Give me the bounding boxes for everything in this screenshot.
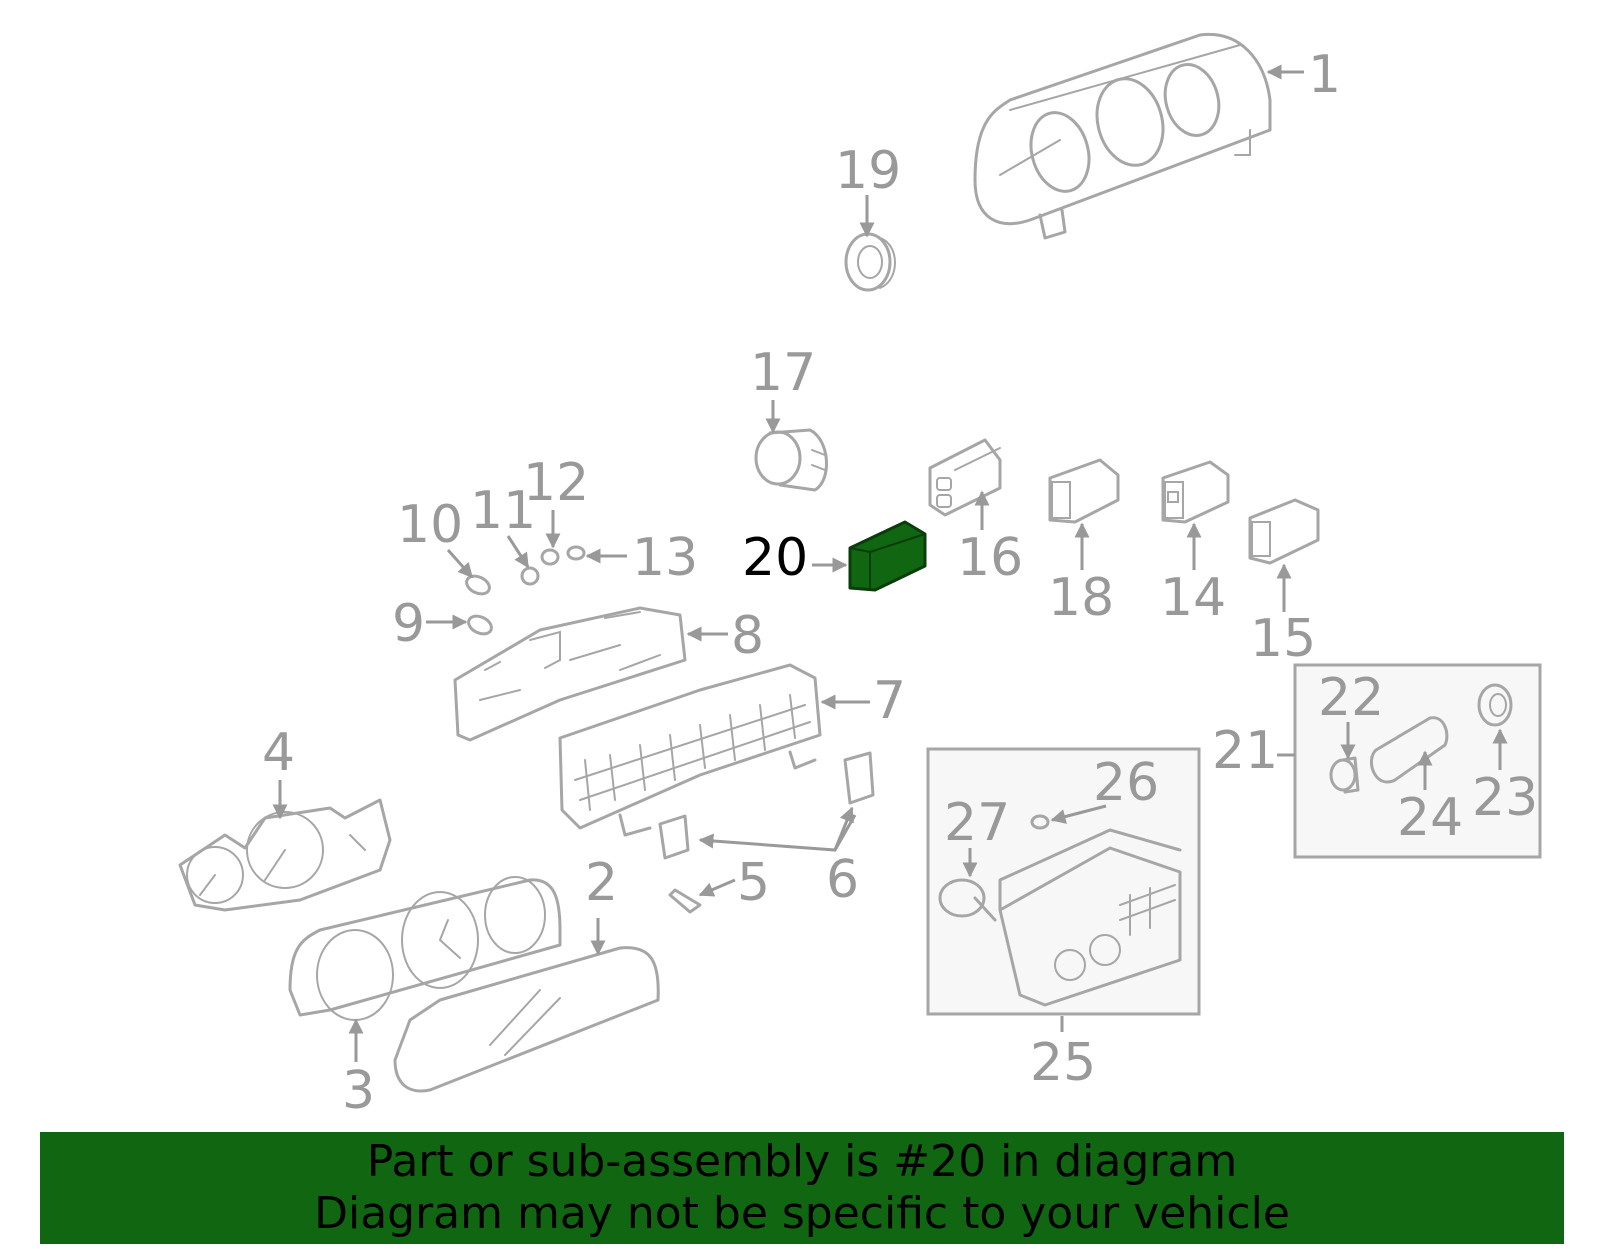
banner-line-2: Diagram may not be specific to your vehi… [314,1188,1290,1239]
part-8-circuit-board [453,606,687,742]
callout-26: 26 [1093,753,1159,813]
callout-16: 16 [957,528,1023,588]
part-2-lens [393,946,660,1093]
callout-15: 15 [1250,609,1316,669]
callout-19: 19 [835,141,901,201]
part-18-switch [1048,458,1120,524]
info-banner: Part or sub-assembly is #20 in diagram D… [40,1132,1564,1244]
callout-18: 18 [1048,568,1114,628]
callout-13: 13 [632,528,698,588]
callout-10: 10 [397,495,463,555]
callout-8: 8 [731,606,764,666]
part-16-switch [928,438,1002,517]
callout-11: 11 [470,481,536,541]
callout-1: 1 [1308,45,1341,105]
banner-line-1: Part or sub-assembly is #20 in diagram [366,1136,1238,1187]
part-17-switch [754,428,828,492]
parts-5-6-bulb-and-plates [658,751,875,914]
part-15-switch [1248,498,1320,565]
callout-17: 17 [750,343,816,403]
callout-27: 27 [944,793,1010,853]
callout-12: 12 [523,453,589,513]
callout-22: 22 [1318,668,1384,728]
callout-14: 14 [1160,568,1226,628]
callout-21: 21 [1212,721,1278,781]
parts-9-13-bulbs [465,545,586,636]
part-19-knob [844,232,896,292]
part-20-highlighted [848,520,927,592]
part-14-switch [1161,460,1230,524]
callout-6: 6 [826,850,859,910]
part-7-cluster-case [558,663,822,837]
callout-23: 23 [1472,768,1538,828]
callout-5: 5 [737,853,770,913]
callout-20: 20 [742,528,808,588]
leader-lines [272,64,1508,1062]
part-3-cluster-face [288,876,562,1021]
parts-25-26-27-climate-control [938,814,1182,1007]
callout-labels: 1 2 3 4 5 6 7 8 9 10 11 12 13 14 15 16 1… [262,45,1538,1121]
callout-4: 4 [262,723,295,783]
part-1-cluster-housing [973,32,1272,240]
callout-24: 24 [1397,788,1463,848]
callout-3: 3 [342,1061,375,1121]
callout-2: 2 [585,853,618,913]
callout-9: 9 [392,594,425,654]
callout-7: 7 [873,671,906,731]
callout-25: 25 [1030,1033,1096,1093]
part-4-gauge-faces [178,798,392,912]
